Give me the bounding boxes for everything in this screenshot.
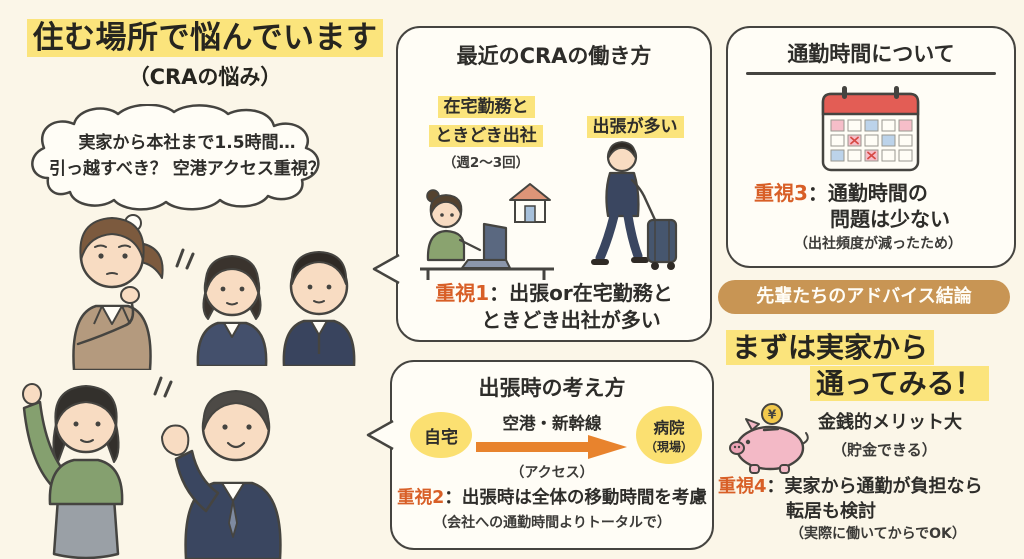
- senior-man-illustration: [148, 365, 313, 559]
- travel-arrow: [476, 434, 628, 460]
- point-1-label: 重視1: [435, 281, 490, 305]
- option-remote-line1: 在宅勤務と: [437, 96, 535, 118]
- point-2-label: 重視2: [397, 488, 445, 508]
- title-block: 住む場所で悩んでいます （CRAの悩み）: [16, 12, 394, 91]
- advice-conclusion-line1: まずは実家から: [726, 326, 935, 366]
- panel-recent-workstyle-title: 最近のCRAの働き方: [456, 44, 652, 68]
- point-1-line2: ときどき出社が多い: [481, 308, 661, 332]
- point-2-text: ：出張時は全体の移動時間を考慮: [444, 488, 707, 508]
- advice-banner: 先輩たちのアドバイス結論: [718, 280, 1010, 314]
- thought-line1: 実家から本社まで1.5時間…: [78, 133, 296, 153]
- point-2-note: （会社への通勤時間よりトータルで）: [433, 515, 671, 531]
- junior-woman-illustration: [12, 370, 140, 559]
- point-2: 重視2：出張時は全体の移動時間を考慮: [392, 484, 712, 509]
- point-4-label: 重視4: [718, 476, 767, 497]
- house-icon: [509, 183, 551, 223]
- point-3-line2: 問題は少ない: [830, 207, 950, 231]
- point-4-note: （実際に働いてからでOK）: [790, 526, 966, 543]
- point-4: 重視4：実家から通勤が負担なら 転居も検討 （実際に働いてからでOK）: [718, 474, 983, 545]
- panel-advice: 先輩たちのアドバイス結論 まずは実家から 通ってみる！ ¥: [716, 276, 1012, 556]
- panel-trip-pointer: [364, 418, 394, 452]
- commute-title-underline: [746, 72, 996, 75]
- hospital-spot-line1: 病院: [653, 418, 685, 437]
- via-note: （アクセス）: [510, 465, 594, 481]
- home-spot: 自宅: [410, 412, 472, 458]
- panel-workstyle-pointer: [370, 252, 400, 286]
- point-4-line2: 転居も検討: [786, 501, 876, 523]
- panel-commute-title: 通勤時間について: [787, 42, 955, 66]
- colleagues-illustration: [190, 226, 360, 366]
- page-title: 住む場所で悩んでいます: [16, 12, 394, 57]
- business-traveler-illustration: [576, 136, 686, 276]
- option-remote-line2: ときどき出社: [429, 125, 543, 147]
- via-label: 空港・新幹線: [502, 414, 602, 433]
- option-business-trip: 出張が多い: [570, 112, 700, 138]
- point-3-line1: ：通勤時間の: [807, 181, 928, 205]
- yen-coin-label: ¥: [768, 408, 777, 422]
- option-trip-label: 出張が多い: [586, 116, 684, 138]
- speech-emphasis-marks-top: [172, 244, 198, 270]
- money-merit-note: （貯金できる）: [832, 441, 937, 459]
- remote-worker-illustration: [412, 176, 562, 280]
- thought-bubble: 実家から本社まで1.5時間… 引っ越すべき？ 空港アクセス重視？: [22, 104, 352, 218]
- thought-cloud-shape: [31, 104, 320, 211]
- money-merit-block: 金銭的メリット大 （貯金できる）: [818, 408, 962, 460]
- thought-text: 実家から本社まで1.5時間… 引っ越すべき？ 空港アクセス重視？: [22, 130, 352, 183]
- money-merit-text: 金銭的メリット大: [818, 412, 962, 433]
- hospital-spot: 病院 （現場）: [636, 406, 702, 464]
- piggy-bank-icon: ¥: [726, 402, 814, 474]
- speech-emphasis-marks-bottom: [150, 372, 176, 398]
- point-3: 重視3：通勤時間の 問題は少ない （出社頻度が減ったため）: [754, 180, 962, 253]
- point-3-label: 重視3: [754, 181, 808, 205]
- thought-line2: 引っ越すべき？ 空港アクセス重視？: [49, 159, 325, 180]
- panel-recent-workstyle: 最近のCRAの働き方 在宅勤務と ときどき出社 （週2〜3回） 出張が多い: [396, 26, 712, 342]
- suitcase-icon: [646, 218, 678, 270]
- panel-trip-title: 出張時の考え方: [478, 376, 626, 400]
- panel-trip-thinking: 出張時の考え方 自宅 空港・新幹線 （アクセス） 病院 （現場） 重視2：出張時…: [390, 360, 714, 550]
- thinking-woman-illustration: [40, 192, 190, 370]
- advice-conclusion-line2-highlight: 通ってみる！: [810, 366, 989, 401]
- option-remote-work: 在宅勤務と ときどき出社 （週2〜3回）: [412, 92, 560, 171]
- page-title-highlight: 住む場所で悩んでいます: [26, 19, 384, 57]
- point-1: 重視1：出張or在宅勤務と ときどき出社が多い: [398, 280, 710, 334]
- point-1-line1: ：出張or在宅勤務と: [489, 281, 673, 305]
- advice-conclusion-line1-highlight: まずは実家から: [726, 330, 935, 365]
- panel-commute-time: 通勤時間について: [726, 26, 1016, 268]
- option-remote-note: （週2〜3回）: [442, 155, 530, 171]
- point-4-line1: ：実家から通勤が負担なら: [766, 476, 983, 497]
- point-3-note: （出社頻度が減ったため）: [794, 236, 962, 252]
- advice-conclusion-line2: 通ってみる！: [810, 362, 989, 402]
- hospital-spot-line2: （現場）: [644, 439, 693, 454]
- calendar-icon: [818, 82, 923, 174]
- page-subtitle: （CRAの悩み）: [128, 65, 282, 89]
